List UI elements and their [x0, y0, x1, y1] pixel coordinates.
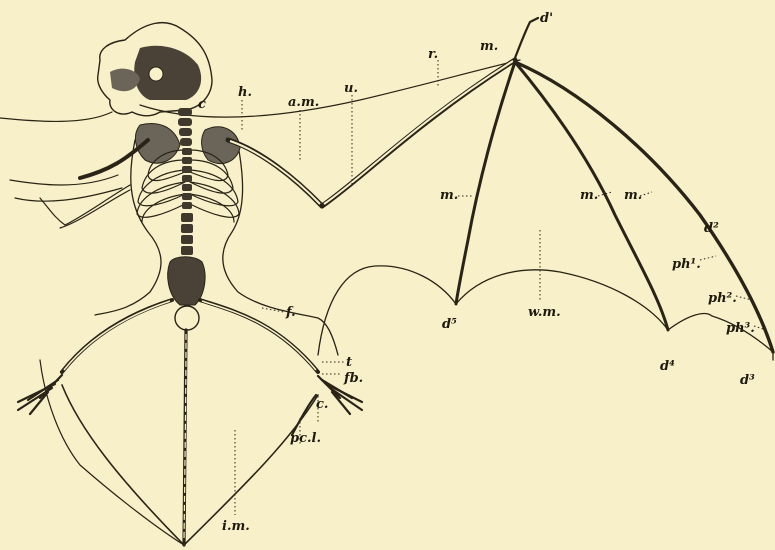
interfemoral-membrane-outer-left [40, 360, 184, 545]
spine-and-ribs [135, 108, 240, 545]
label-u: u. [344, 81, 358, 96]
label-d3: d³ [740, 373, 755, 388]
interfemoral-membrane-edge [62, 385, 318, 545]
label-ph2: ph². [708, 291, 737, 306]
digit-5-bone [456, 62, 515, 304]
pelvic-ring [175, 306, 199, 330]
right-femur-tibia [200, 300, 318, 372]
skull [98, 23, 212, 116]
label-h: h. [238, 85, 252, 100]
thumb-bone [515, 18, 538, 58]
calcar-bone [292, 395, 316, 435]
label-m-d4: m. [580, 188, 598, 203]
labels: d' r. m. h. a.m. u. c m. m. m. d² ph¹. p… [198, 11, 755, 534]
label-im: i.m. [222, 519, 250, 534]
eye-orbit [149, 67, 163, 81]
label-d1: d' [540, 11, 553, 26]
label-d2: d² [704, 221, 719, 236]
thoracic-vertebrae [181, 148, 193, 255]
left-wing-bone-b [15, 188, 122, 201]
left-wing-bone-a [10, 175, 118, 185]
label-d4: d⁴ [660, 359, 675, 374]
label-c: c [198, 97, 206, 112]
left-foot [18, 375, 62, 414]
body-outline-right [223, 145, 338, 355]
left-membrane-edge-upper [0, 112, 112, 121]
label-pcl: pc.l. [290, 431, 321, 446]
pelvis [168, 257, 205, 305]
leader-ph1 [700, 256, 716, 260]
label-m-top: m. [480, 39, 498, 54]
label-d5: d⁵ [442, 317, 457, 332]
cervical-vertebrae [178, 108, 192, 146]
label-m-d3: m. [624, 188, 642, 203]
label-am: a.m. [288, 95, 319, 110]
label-wm: w.m. [528, 305, 561, 320]
label-r: r. [428, 47, 438, 62]
label-m-d5: m. [440, 188, 458, 203]
skull-shading [134, 46, 201, 100]
label-ph1: ph¹. [672, 257, 701, 272]
left-wing-bone-c [40, 185, 130, 225]
humerus-highlight [230, 141, 320, 204]
label-f: f. [285, 305, 296, 320]
right-leg-highlight [202, 301, 316, 370]
label-fb: fb. [343, 371, 363, 386]
right-scapula [202, 127, 240, 164]
leader-lines [235, 60, 766, 515]
label-t: t [346, 355, 352, 370]
label-c2: c. [316, 397, 328, 412]
left-leg-highlight [64, 301, 170, 370]
label-ph3: ph³. [726, 321, 755, 336]
